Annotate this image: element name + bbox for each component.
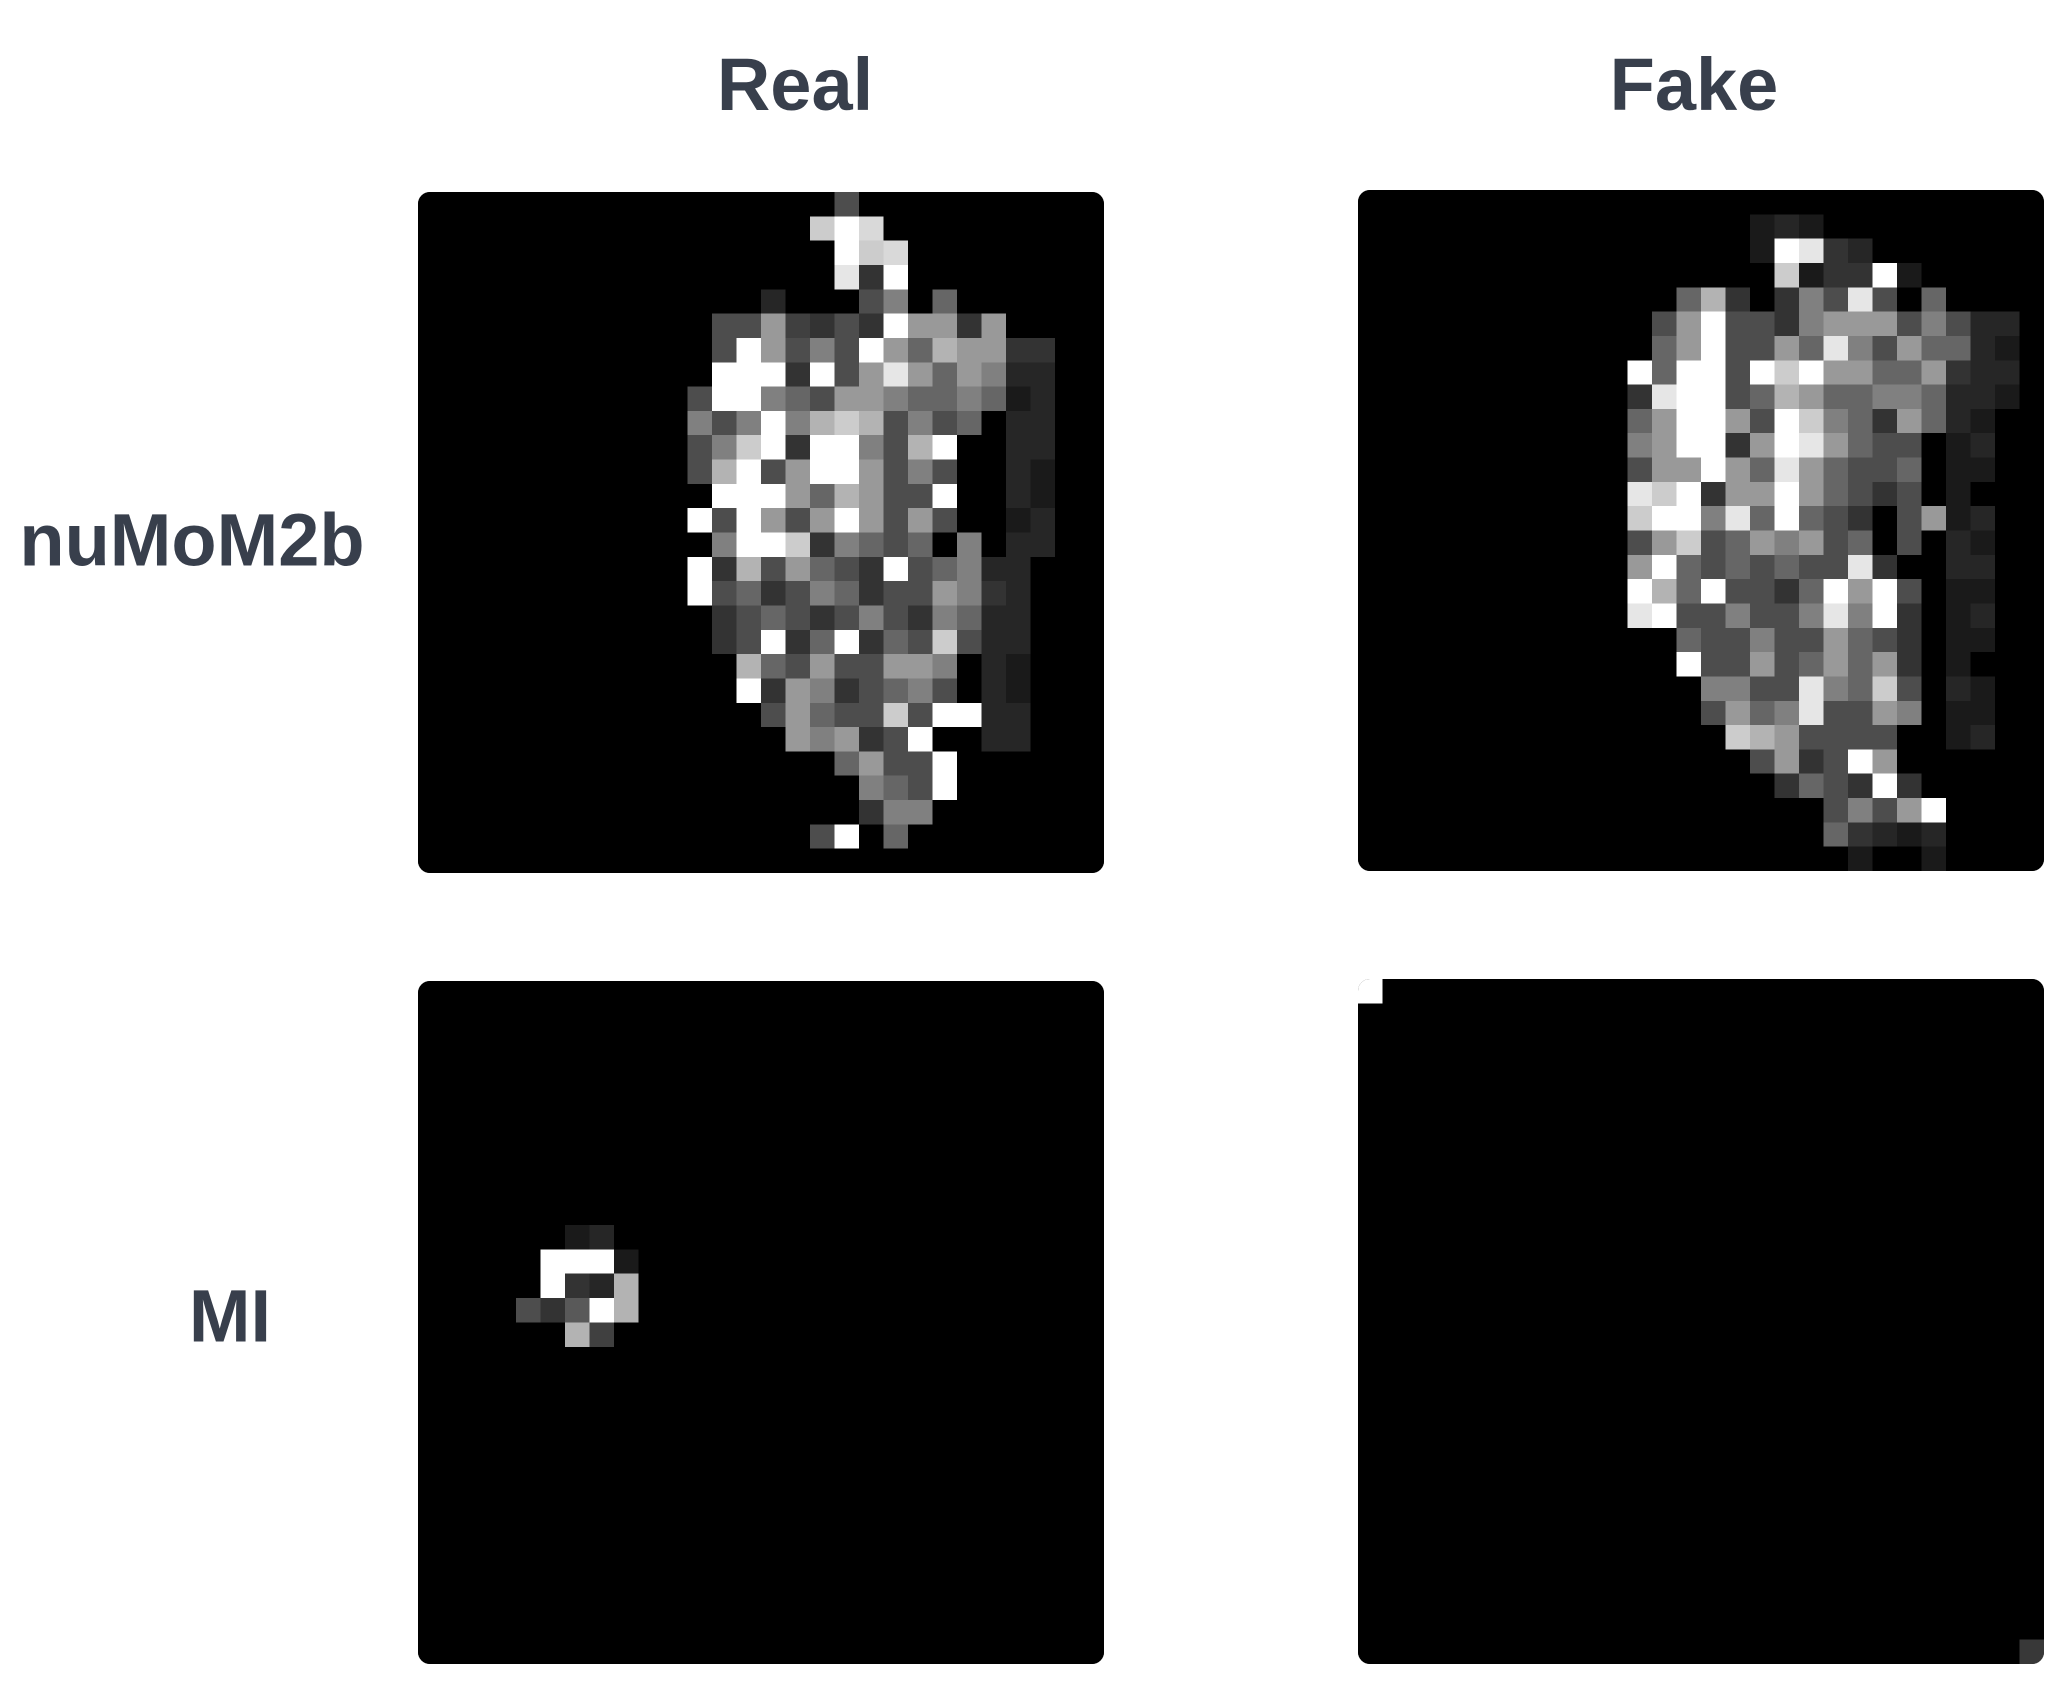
mi-fake-image	[1358, 979, 2044, 1664]
row-label-numom2b: nuMoM2b	[19, 498, 365, 582]
column-header-real: Real	[716, 43, 874, 126]
column-header-fake: Fake	[1609, 43, 1779, 126]
mi-real-image	[418, 981, 1104, 1664]
numom2b-real-canvas	[418, 192, 1104, 873]
row-label-mi: MI	[188, 1274, 272, 1358]
mi-real-canvas	[418, 981, 1104, 1664]
numom2b-fake-image	[1358, 190, 2044, 871]
mi-fake-canvas	[1358, 979, 2044, 1664]
numom2b-real-image	[418, 192, 1104, 873]
numom2b-fake-canvas	[1358, 190, 2044, 871]
